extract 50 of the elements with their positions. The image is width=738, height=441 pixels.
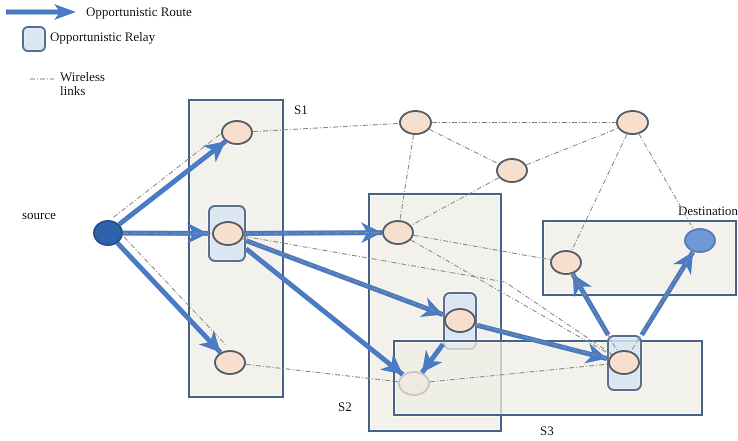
- relay-box: [208, 205, 246, 262]
- link-line: [572, 273, 618, 352]
- link-line: [113, 134, 221, 218]
- route-arrow: [244, 246, 404, 376]
- node-circle: [214, 350, 246, 375]
- legend-label: Wireless links: [60, 70, 106, 98]
- link-line: [252, 122, 400, 132]
- node-circle: [212, 221, 244, 246]
- legend-label: Opportunistic Route: [86, 5, 192, 19]
- source-node: [93, 220, 123, 246]
- link-line: [413, 234, 551, 260]
- link-line: [428, 128, 499, 164]
- region-label: S2: [338, 400, 352, 414]
- legend-label: Opportunistic Relay: [50, 30, 156, 44]
- link-line: [630, 251, 694, 352]
- node-circle: [221, 120, 253, 145]
- link-line: [638, 133, 694, 230]
- link-line: [124, 236, 228, 347]
- node-circle: [382, 220, 414, 245]
- node-circle: [496, 158, 528, 183]
- node-label: Destination: [678, 204, 738, 218]
- link-line: [571, 134, 628, 252]
- link-line: [245, 364, 399, 382]
- link-line: [122, 232, 212, 234]
- node-circle: [608, 350, 640, 375]
- node-circle: [550, 250, 582, 275]
- link-line: [410, 239, 612, 356]
- route-arrow: [116, 241, 222, 354]
- route-arrow: [118, 139, 228, 226]
- relay-box: [607, 335, 642, 391]
- link-line: [244, 232, 382, 234]
- route-arrow: [420, 342, 446, 374]
- link-line: [410, 177, 500, 226]
- node-circle: [616, 110, 649, 135]
- region-label: S1: [294, 103, 308, 117]
- node-circle: [444, 308, 476, 333]
- link-line: [432, 122, 616, 123]
- destination-node: [684, 228, 716, 253]
- route-arrow: [570, 272, 610, 336]
- link-line: [243, 236, 612, 355]
- network-region: [542, 220, 737, 296]
- node-circle: [399, 110, 432, 135]
- route-arrow: [123, 222, 208, 244]
- region-label: S3: [540, 424, 554, 438]
- route-arrow: [640, 250, 696, 336]
- link-line: [429, 364, 609, 382]
- link-line: [399, 134, 414, 221]
- link-line: [526, 128, 618, 166]
- route-arrow: [246, 222, 382, 244]
- node-label: source: [22, 208, 56, 222]
